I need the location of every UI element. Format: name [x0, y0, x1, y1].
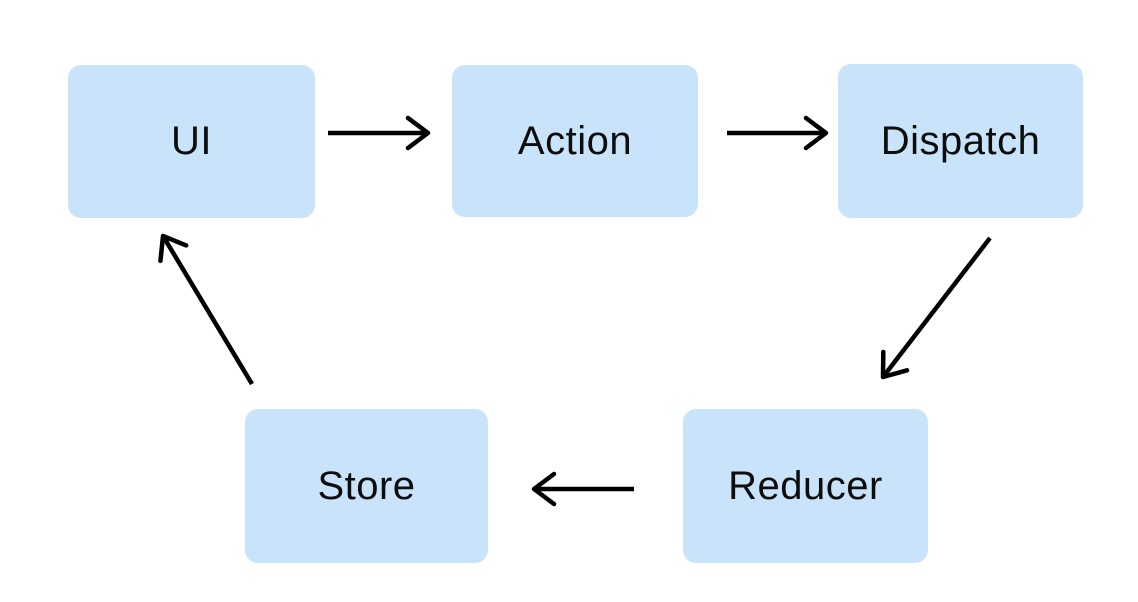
node-reducer: Reducer	[683, 409, 928, 563]
node-ui: UI	[68, 65, 315, 218]
arrow-store-to-ui	[158, 233, 254, 386]
node-action: Action	[452, 65, 698, 217]
node-dispatch-label: Dispatch	[880, 118, 1041, 163]
node-store: Store	[245, 409, 488, 563]
node-store-label: Store	[317, 463, 416, 508]
node-dispatch: Dispatch	[838, 64, 1083, 218]
node-ui-label: UI	[171, 119, 212, 163]
node-reducer-label: Reducer	[728, 463, 883, 508]
node-action-label: Action	[517, 118, 633, 163]
arrow-dispatch-to-reducer	[880, 236, 992, 380]
